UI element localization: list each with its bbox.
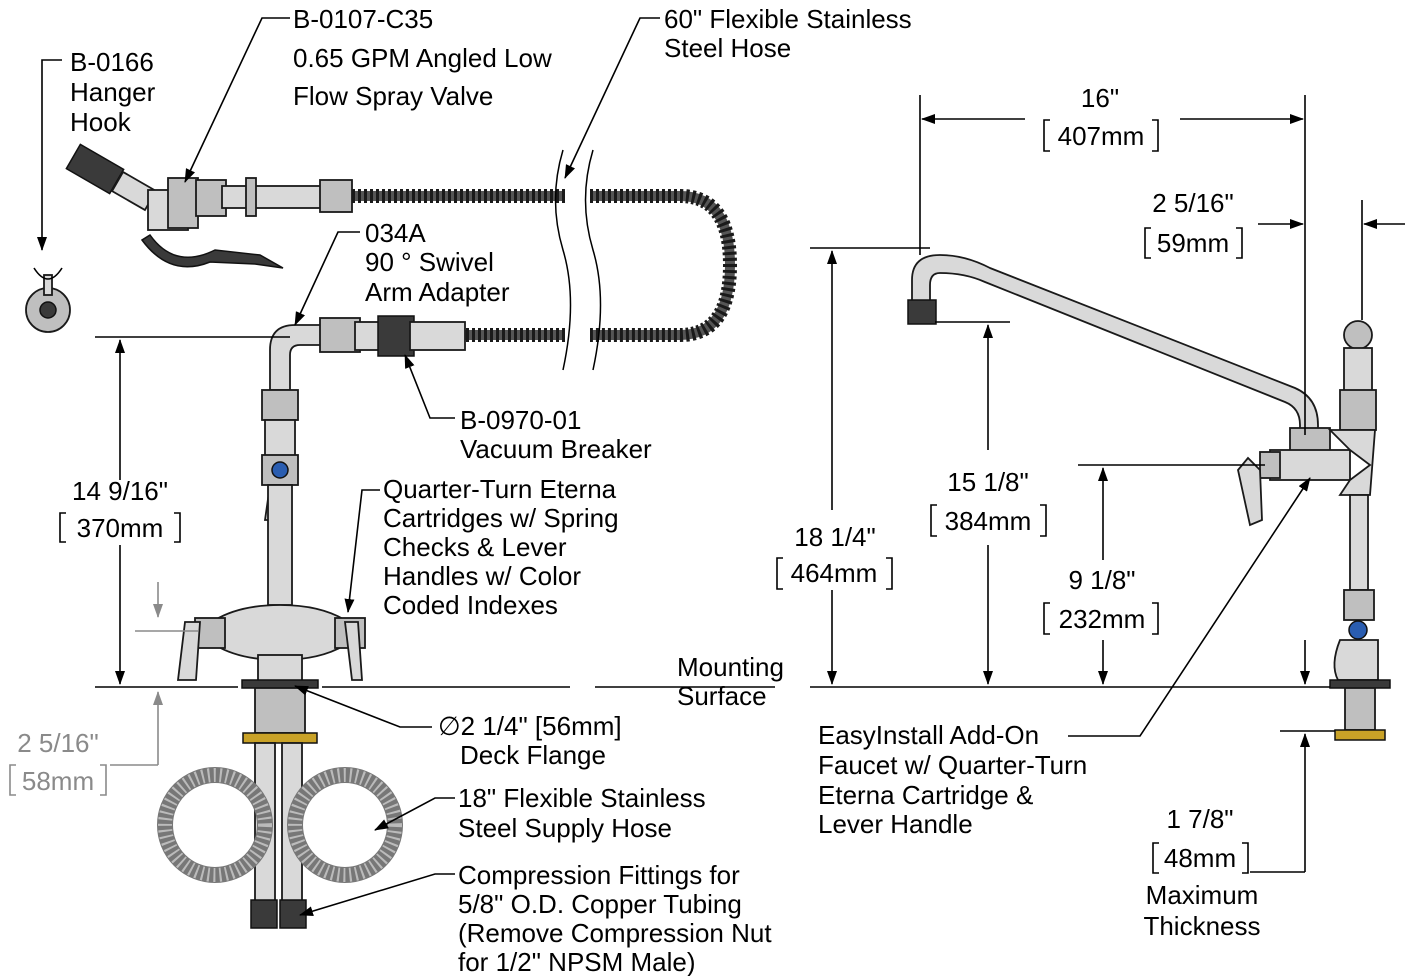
spray-valve-line-3: Flow Spray Valve <box>293 81 493 111</box>
supply-hose-line-2: Steel Supply Hose <box>458 813 672 843</box>
mounting-surface-line-2: Surface <box>677 681 767 711</box>
hanger-hook-line-3: Hook <box>70 107 132 137</box>
shank-and-supply <box>157 687 403 929</box>
dim-2-5-16-right: 2 5/16" 59mm <box>1144 188 1243 259</box>
dim-2-5-16-left: 2 5/16" 58mm <box>9 728 107 796</box>
dim-18-1-4-mm: 464mm <box>791 558 878 588</box>
dim-14-9-16-in: 14 9/16" <box>72 476 168 506</box>
leader-lines <box>37 17 1311 917</box>
max-thickness-line-1: Maximum <box>1146 880 1259 910</box>
dim-1-7-8-mm: 48mm <box>1164 843 1236 873</box>
swing-spout <box>907 254 1319 441</box>
addon-faucet-body <box>1237 427 1351 527</box>
hanger-hook-icon <box>25 267 71 333</box>
dim-16-mm: 407mm <box>1058 121 1145 151</box>
callout-max-thickness: Maximum Thickness <box>1143 880 1260 941</box>
right-riser <box>1327 320 1391 741</box>
cartridges-line-4: Handles w/ Color <box>383 561 581 591</box>
flex-hose-line-1: 60" Flexible Stainless <box>664 4 912 34</box>
riser-pipe <box>261 389 299 606</box>
flex-hose-line-2: Steel Hose <box>664 33 791 63</box>
cartridges-line-3: Checks & Lever <box>383 532 567 562</box>
dim-2-5-16-left-in: 2 5/16" <box>17 728 99 758</box>
callout-deck-flange: ∅2 1/4" [56mm] Deck Flange <box>438 711 622 770</box>
addon-faucet-line-4: Lever Handle <box>818 809 973 839</box>
dim-1-7-8: 1 7/8" 48mm <box>1152 804 1249 874</box>
callout-swivel-adapter: 034A 90 ° Swivel Arm Adapter <box>365 218 510 307</box>
dim-18-1-4-in: 18 1/4" <box>794 522 876 552</box>
supply-hose-line-1: 18" Flexible Stainless <box>458 783 706 813</box>
cartridges-line-1: Quarter-Turn Eterna <box>383 474 617 504</box>
mixing-body <box>176 604 366 689</box>
dimension-lines <box>95 95 1405 873</box>
left-faucet-assembly <box>25 143 738 929</box>
callout-cartridges: Quarter-Turn Eterna Cartridges w/ Spring… <box>383 474 619 620</box>
compression-line-1: Compression Fittings for <box>458 860 740 890</box>
dim-9-1-8-in: 9 1/8" <box>1068 565 1135 595</box>
vacuum-breaker-line-2: Vacuum Breaker <box>460 434 652 464</box>
swivel-adapter-line-2: 90 ° Swivel <box>365 247 494 277</box>
dim-16-in: 16" <box>1081 83 1119 113</box>
dim-9-1-8: 9 1/8" 232mm <box>1043 565 1159 635</box>
dim-14-9-16: 14 9/16" 370mm <box>59 476 181 543</box>
callout-compression: Compression Fittings for 5/8" O.D. Coppe… <box>458 860 772 976</box>
callout-mounting-surface: Mounting Surface <box>677 652 784 711</box>
compression-line-4: for 1/2" NPSM Male) <box>458 947 696 976</box>
addon-faucet-line-1: EasyInstall Add-On <box>818 720 1039 750</box>
spray-valve-line-1: B-0107-C35 <box>293 4 433 34</box>
dim-15-1-8-in: 15 1/8" <box>947 467 1029 497</box>
dim-2-5-16-right-mm: 59mm <box>1157 228 1229 258</box>
dim-2-5-16-right-in: 2 5/16" <box>1152 188 1234 218</box>
cartridges-line-2: Cartridges w/ Spring <box>383 503 619 533</box>
compression-line-3: (Remove Compression Nut <box>458 918 772 948</box>
hanger-hook-line-1: B-0166 <box>70 47 154 77</box>
callout-hanger-hook: B-0166 Hanger Hook <box>70 47 156 137</box>
deck-flange-line-2: Deck Flange <box>460 740 606 770</box>
dim-16: 16" 407mm <box>1043 83 1159 152</box>
compression-line-2: 5/8" O.D. Copper Tubing <box>458 889 742 919</box>
dim-15-1-8-mm: 384mm <box>945 506 1032 536</box>
dim-18-1-4: 18 1/4" 464mm <box>776 522 893 590</box>
callout-supply-hose: 18" Flexible Stainless Steel Supply Hose <box>458 783 706 843</box>
callout-flex-hose: 60" Flexible Stainless Steel Hose <box>664 4 912 63</box>
callout-addon-faucet: EasyInstall Add-On Faucet w/ Quarter-Tur… <box>818 720 1087 839</box>
deck-flange-line-1: ∅2 1/4" [56mm] <box>438 711 622 741</box>
swivel-adapter-line-1: 034A <box>365 218 426 248</box>
vacuum-breaker-line-1: B-0970-01 <box>460 405 581 435</box>
dim-15-1-8: 15 1/8" 384mm <box>930 467 1047 537</box>
dim-2-5-16-left-mm: 58mm <box>22 766 94 796</box>
dim-1-7-8-in: 1 7/8" <box>1166 804 1233 834</box>
right-faucet-assembly <box>907 254 1391 741</box>
vacuum-breaker-icon <box>354 315 466 357</box>
callout-spray-valve: B-0107-C35 0.65 GPM Angled Low Flow Spra… <box>293 4 552 111</box>
spray-valve-icon <box>65 143 353 269</box>
addon-faucet-line-2: Faucet w/ Quarter-Turn <box>818 750 1087 780</box>
dim-14-9-16-mm: 370mm <box>77 513 164 543</box>
hanger-hook-line-2: Hanger <box>70 77 156 107</box>
addon-faucet-line-3: Eterna Cartridge & <box>818 780 1033 810</box>
mounting-surface-line-1: Mounting <box>677 652 784 682</box>
cartridges-line-5: Coded Indexes <box>383 590 558 620</box>
swivel-adapter-icon <box>269 317 361 391</box>
max-thickness-line-2: Thickness <box>1143 911 1260 941</box>
dim-9-1-8-mm: 232mm <box>1059 604 1146 634</box>
spray-valve-line-2: 0.65 GPM Angled Low <box>293 43 552 73</box>
flexible-hose <box>352 149 738 371</box>
swivel-adapter-line-3: Arm Adapter <box>365 277 510 307</box>
callout-vacuum-breaker: B-0970-01 Vacuum Breaker <box>460 405 652 464</box>
